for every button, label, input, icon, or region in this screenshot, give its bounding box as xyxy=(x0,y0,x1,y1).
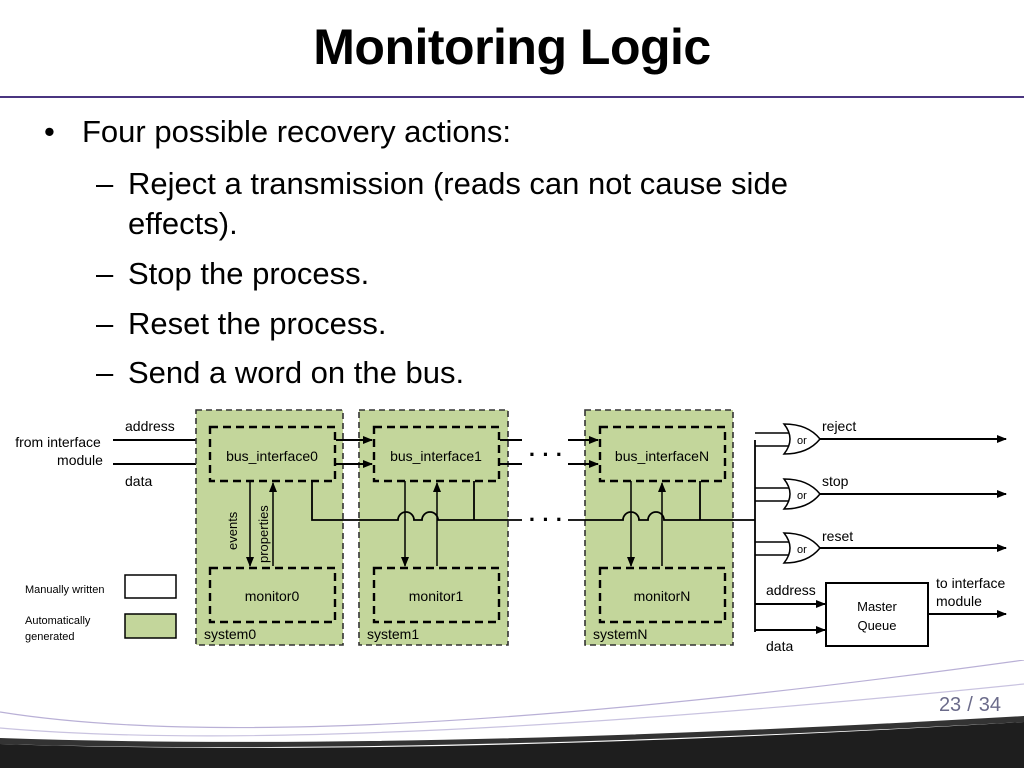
system1-box xyxy=(358,409,509,646)
bullet-marker: • xyxy=(44,114,55,149)
monitor1-label: monitor1 xyxy=(409,588,464,604)
stop-label: stop xyxy=(822,473,849,489)
queue-address-label: address xyxy=(766,582,816,598)
monitor0-label: monitor0 xyxy=(245,588,300,604)
monitorN-box xyxy=(598,566,727,624)
or-gate-stop: or xyxy=(755,478,1007,510)
input-label-line2: module xyxy=(57,452,103,468)
legend-auto-swatch xyxy=(124,613,177,639)
monitorN-label: monitorN xyxy=(634,588,691,604)
or-gate-reset: or xyxy=(755,532,1007,564)
bus-interface1-label: bus_interface1 xyxy=(390,448,482,464)
page-total: 34 xyxy=(978,694,1001,716)
sub-item-1: – Reject a transmission (reads can not c… xyxy=(96,166,788,241)
bus-interface0-label: bus_interface0 xyxy=(226,448,318,464)
legend-manual-label: Manually written xyxy=(25,584,104,596)
page-separator: / xyxy=(967,694,973,716)
bus-interfaceN-label: bus_interfaceN xyxy=(615,448,709,464)
bus-interface0-box xyxy=(208,425,337,483)
bullet-item: Four possible recovery actions: xyxy=(82,114,512,149)
or-gate-reject: or xyxy=(755,423,1007,455)
page-number: 23/34 xyxy=(936,694,1004,717)
system0-label: system0 xyxy=(204,626,256,642)
legend-auto-line2: generated xyxy=(25,631,75,643)
ellipsis-bottom: · · · xyxy=(529,507,563,532)
page-current: 23 xyxy=(938,694,962,716)
or-gate-label: or xyxy=(797,435,807,447)
signal-bus xyxy=(568,511,755,521)
bus-interface1-box xyxy=(372,425,501,483)
monitor0-box xyxy=(208,566,337,624)
dash-marker: – xyxy=(96,306,114,341)
or-gate-label: or xyxy=(797,544,807,556)
to-interface-line1: to interface xyxy=(936,575,1005,591)
signal-bus xyxy=(311,481,522,521)
or-gate-label: or xyxy=(797,490,807,502)
legend-manual-swatch xyxy=(124,574,177,599)
input-label-line1: from interface xyxy=(15,434,101,450)
dash-marker: – xyxy=(96,256,114,291)
systemN-box xyxy=(584,409,734,646)
monitor1-box xyxy=(372,566,501,624)
title-rule xyxy=(0,96,1024,98)
footer-decoration xyxy=(0,660,1024,768)
systemN-label: systemN xyxy=(593,626,647,642)
master-queue-label-2: Queue xyxy=(857,618,896,633)
reset-label: reset xyxy=(822,528,853,544)
slide-title: Monitoring Logic xyxy=(313,19,711,75)
system0-box xyxy=(195,409,344,646)
master-queue-label-1: Master xyxy=(857,599,897,614)
input-address-label: address xyxy=(125,418,175,434)
master-queue-box xyxy=(825,582,929,647)
dash-marker: – xyxy=(96,355,114,390)
monitoring-diagram: from interface module address data bus_i… xyxy=(15,409,1007,654)
queue-data-label: data xyxy=(766,638,793,654)
dash-marker: – xyxy=(96,166,114,201)
legend-auto-line1: Automatically xyxy=(25,615,91,627)
reject-label: reject xyxy=(822,418,856,434)
bus-interfaceN-box xyxy=(598,425,727,483)
properties-label: properties xyxy=(256,505,271,563)
to-interface-line2: module xyxy=(936,593,982,609)
events-label: events xyxy=(225,511,240,550)
input-data-label: data xyxy=(125,473,152,489)
system1-label: system1 xyxy=(367,626,419,642)
ellipsis-top: · · · xyxy=(529,442,563,467)
